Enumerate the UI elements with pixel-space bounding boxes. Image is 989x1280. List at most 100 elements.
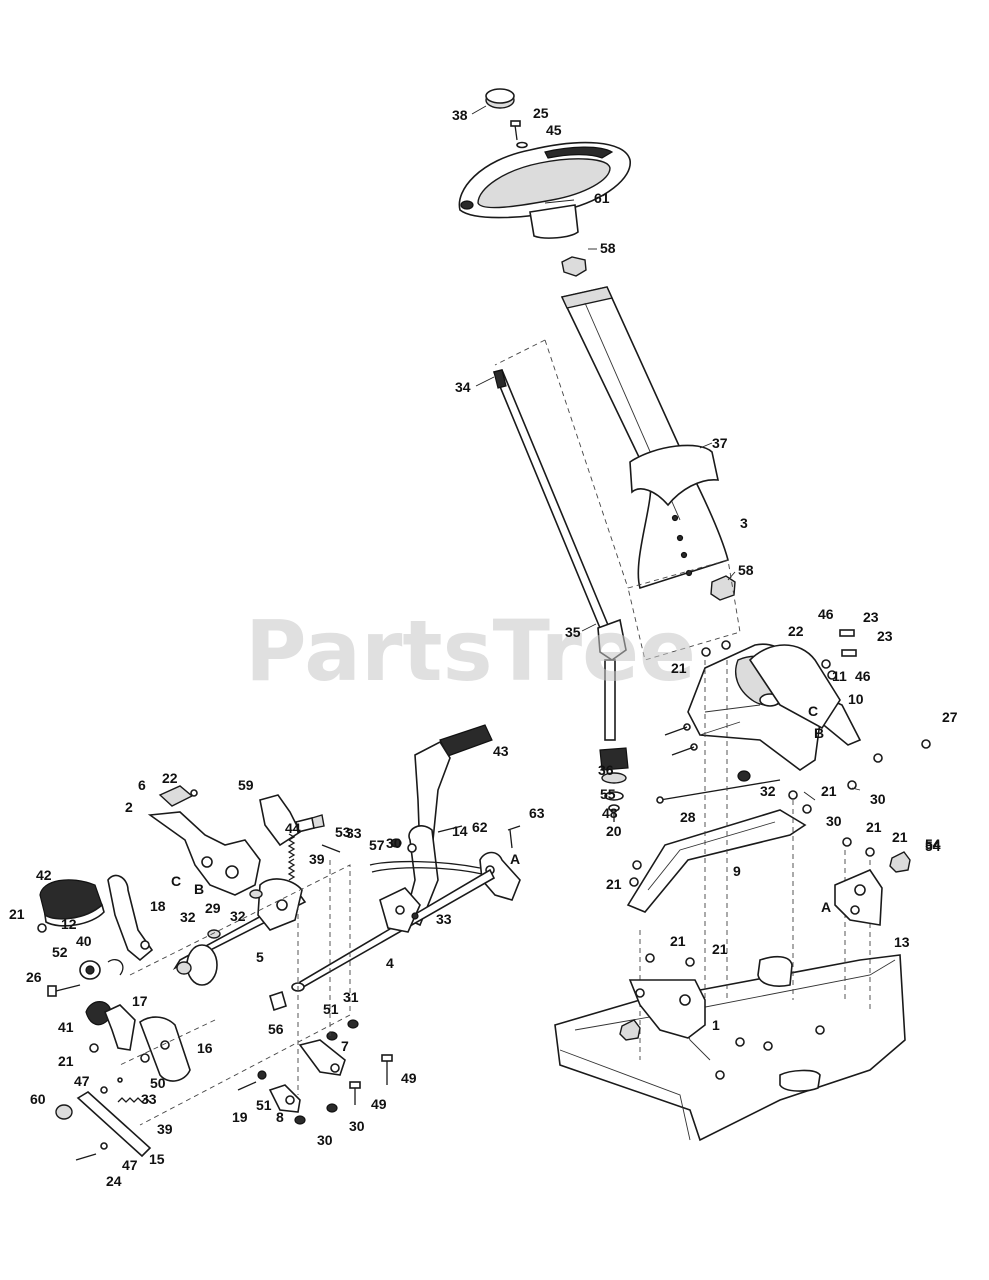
callout-C: C [171, 873, 181, 889]
cross-shaft-4 [291, 868, 496, 992]
callout-35: 35 [565, 624, 581, 640]
callout-30: 30 [317, 1132, 333, 1148]
callout-43: 43 [493, 743, 509, 759]
flange-nut-54-left [619, 1019, 641, 1041]
bolt-50 [140, 1053, 150, 1063]
callout-22: 22 [788, 623, 804, 639]
callout-25: 25 [533, 105, 549, 121]
steering-hub-adapter [529, 204, 579, 239]
flange-bushing-lower [710, 575, 736, 601]
callout-23: 23 [877, 628, 893, 644]
callout-58: 58 [738, 562, 754, 578]
callout-6: 6 [138, 777, 146, 793]
callout-29: 29 [205, 900, 221, 916]
small-pins [75, 1077, 123, 1161]
bracket-7 [298, 1039, 346, 1076]
rod-57 [369, 860, 483, 875]
bracket-8 [268, 1084, 301, 1113]
bolt-26 [47, 984, 81, 997]
callout-19: 19 [232, 1109, 248, 1125]
callout-21: 21 [712, 941, 728, 957]
callout-27: 27 [942, 709, 958, 725]
steering-plate [748, 644, 841, 730]
callout-A: A [821, 899, 831, 915]
callout-51: 51 [256, 1097, 272, 1113]
callout-33: 33 [436, 911, 452, 927]
callout-B: B [194, 881, 204, 897]
column-boot [629, 444, 720, 577]
callout-39: 39 [157, 1121, 173, 1137]
callout-21: 21 [9, 906, 25, 922]
callout-C: C [808, 703, 818, 719]
callout-18: 18 [150, 898, 166, 914]
callout-21: 21 [821, 783, 837, 799]
callout-28: 28 [680, 809, 696, 825]
callout-46: 46 [818, 606, 834, 622]
callout-46: 46 [855, 668, 871, 684]
callout-62: 62 [472, 819, 488, 835]
steering-column-tube [560, 286, 729, 590]
callout-21: 21 [866, 819, 882, 835]
tie-bar [626, 809, 807, 913]
callout-10: 10 [848, 691, 864, 707]
plate-16 [139, 1016, 191, 1082]
callout-5: 5 [256, 949, 264, 965]
callout-3: 3 [740, 515, 748, 531]
bolt-44-53 [295, 814, 325, 833]
nut-60 [55, 1104, 73, 1120]
callout-14: 14 [452, 823, 468, 839]
callout-36: 36 [598, 762, 614, 778]
callout-42: 42 [36, 867, 52, 883]
tractor-frame [554, 954, 906, 1142]
arm-17 [103, 1004, 136, 1051]
callout-22: 22 [162, 770, 178, 786]
callout-32: 32 [180, 909, 196, 925]
callout-52: 52 [52, 944, 68, 960]
callout-B: B [814, 725, 824, 741]
bolts-49 [349, 1054, 393, 1105]
callout-56: 56 [268, 1021, 284, 1037]
steering-cap [485, 88, 515, 109]
callout-2: 2 [125, 799, 133, 815]
callout-21: 21 [606, 876, 622, 892]
callout-54: 54 [925, 836, 941, 852]
callout-32: 32 [760, 783, 776, 799]
callout-17: 17 [132, 993, 148, 1009]
bolt-21-left [37, 838, 402, 1053]
callout-9: 9 [733, 863, 741, 879]
callout-51: 51 [323, 1001, 339, 1017]
callout-7: 7 [341, 1038, 349, 1054]
callout-47: 47 [122, 1157, 138, 1173]
bracket-6 [158, 785, 198, 807]
wheel-52 [79, 960, 101, 980]
callout-4: 4 [386, 955, 394, 971]
steering-shaft [492, 339, 629, 741]
bracket-bolts [664, 629, 931, 814]
washer-32-29 [207, 889, 263, 939]
callout-30: 30 [826, 813, 842, 829]
spring-39-upper [287, 833, 296, 881]
callout-32: 32 [230, 908, 246, 924]
callout-24: 24 [106, 1173, 122, 1189]
callout-30: 30 [386, 835, 402, 851]
callout-63: 63 [529, 805, 545, 821]
callout-57: 57 [369, 837, 385, 853]
pin-62 [437, 825, 463, 833]
bushing-56 [269, 990, 287, 1012]
callout-33: 33 [346, 825, 362, 841]
bracket-33-center [379, 887, 421, 933]
callout-50: 50 [150, 1075, 166, 1091]
callout-49: 49 [371, 1096, 387, 1112]
callout-13: 13 [894, 934, 910, 950]
plate-5-left [176, 944, 218, 986]
pedal-42 [39, 879, 105, 927]
flange-bushing-upper [561, 256, 587, 277]
callout-21: 21 [892, 829, 908, 845]
callout-30: 30 [349, 1118, 365, 1134]
callout-21: 21 [671, 660, 687, 676]
callout-53: 53 [335, 824, 351, 840]
callout-37: 37 [712, 435, 728, 451]
callout-33: 33 [141, 1091, 157, 1107]
callout-23: 23 [863, 609, 879, 625]
link-15 [76, 1091, 152, 1158]
